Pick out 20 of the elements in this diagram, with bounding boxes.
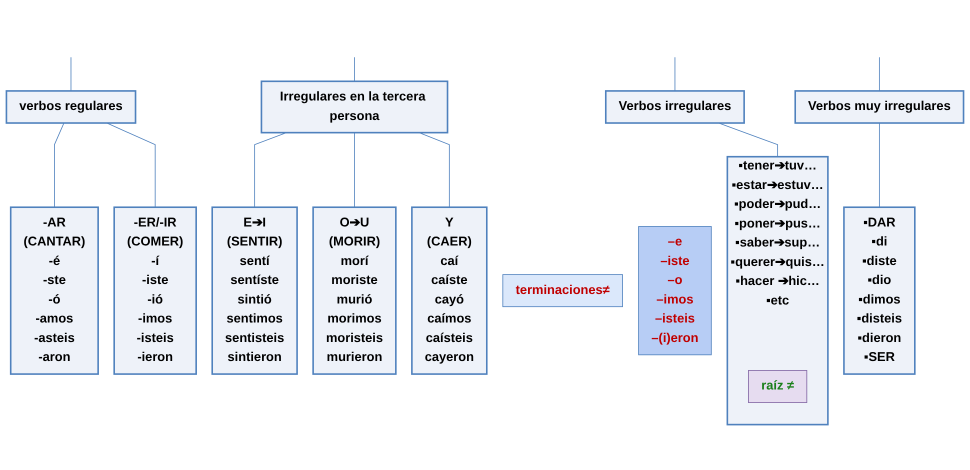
node-box: raíz ≠ [748,370,808,404]
connector [879,57,880,92]
node-box: terminaciones≠ [502,274,623,308]
node-box: –e –iste –o –imos –isteis –(i)eron [638,226,712,356]
node-box: Verbos muy irregulares [794,90,964,124]
node-box: ▪DAR ▪di ▪diste ▪dio ▪dimos ▪disteis ▪dieron ▪SER [843,206,916,376]
node-box: -AR (CANTAR) -é -ste -ó -amos -asteis -aron [10,206,99,376]
connector [54,123,64,208]
connector [354,57,355,82]
node-box: verbos regulares [6,90,136,124]
connector [674,57,676,92]
connector [879,123,880,208]
node-box: Verbos irregulares [604,90,745,124]
node-box: E➔I (SENTIR) sentí sentíste sintió sentimos sentisteis sintieron [211,206,298,376]
connector [70,57,72,92]
node-box: Y (CAER) caí caíste cayó caímos caísteis cayeron [411,206,488,376]
node-box: O➔U (MORIR) morí moriste murió morimos moristeis murieron [312,206,397,376]
node-box: -ER/-IR (COMER) -í -iste -ió -imos -isteis -ieron [113,206,197,376]
node-box: Irregulares en la tercera persona [260,81,448,134]
connector [354,132,355,208]
